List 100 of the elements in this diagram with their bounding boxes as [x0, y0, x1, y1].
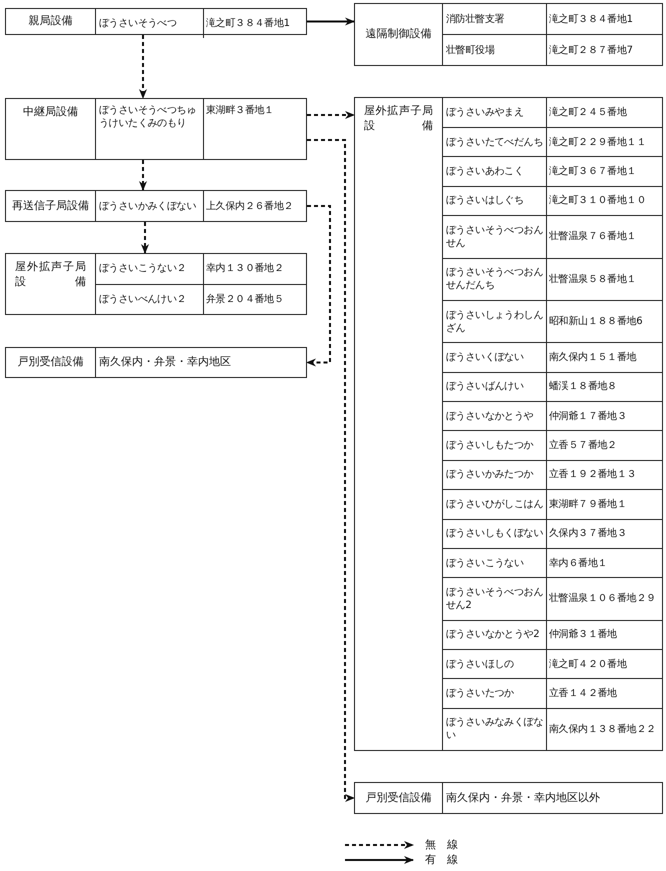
facility-name: ぼうさいみやまえ: [443, 98, 547, 127]
arrow: [307, 18, 355, 26]
facility-name: ぼうさいひがしこはん: [443, 490, 547, 518]
arrow: [307, 111, 355, 119]
facility-address: 滝之町３８４番地1: [548, 12, 634, 26]
facility-address: 南久保内１５１番地: [548, 350, 638, 365]
facility-name: ぼうさいみなみくぼない: [443, 708, 547, 750]
facility-name: ぼうさいしもたつか: [443, 431, 547, 460]
table-row: [443, 460, 662, 490]
facility-address: 滝之町２８７番地7: [548, 44, 634, 58]
facility-address: 蟠渓１８番地８: [548, 380, 618, 394]
table-row: [443, 300, 662, 342]
table-row: [443, 258, 662, 300]
equipment-category: 再送信子局設備: [6, 191, 96, 221]
table-row: [443, 489, 662, 518]
arrow: [139, 35, 147, 99]
table-row: [96, 284, 306, 314]
facility-name: ぼうさいたてべだんち: [443, 128, 547, 156]
table-row: [443, 372, 662, 401]
facility-name: ぼうさいそうべつおんせん: [443, 216, 547, 258]
facility-address: 滝之町３８４番地1: [205, 16, 291, 31]
facility-name: ぼうさいくぼない: [443, 343, 547, 372]
facility-address: 滝之町２４５番地: [548, 106, 628, 120]
table-row: [443, 678, 662, 708]
facility-name: ぼうさいそうべつおんせん2: [443, 578, 547, 620]
table-row: [443, 342, 662, 372]
facility-address: 仲洞爺１７番地３: [548, 410, 628, 424]
facility-address: 幸内６番地１: [548, 556, 608, 571]
equipment-table: [5, 98, 307, 160]
arrow: [307, 139, 355, 802]
table-row: [443, 156, 662, 186]
facility-address: 幸内１３０番地２: [205, 262, 285, 276]
facility-address: 立香５７番地２: [548, 438, 618, 454]
equipment-table: [5, 253, 307, 315]
facility-name: ぼうさいあわこく: [443, 157, 547, 186]
table-row: [443, 548, 662, 578]
arrow: [141, 222, 149, 254]
facility-address: 立香１４２番地: [548, 686, 618, 702]
legend-label: 有 線: [425, 852, 458, 867]
arrow: [306, 205, 331, 366]
equipment-category: 親局設備: [6, 9, 96, 34]
equipment-category: 戸別受信設備: [6, 348, 96, 377]
equipment-table: [354, 782, 663, 814]
equipment-category: 遠隔制御設備: [355, 4, 443, 65]
table-row: [443, 708, 662, 750]
facility-address: 東湖畔７９番地１: [548, 498, 628, 512]
equipment-table: [354, 97, 663, 751]
table-row: [443, 649, 662, 678]
equipment-category: 中継局設備: [6, 99, 96, 159]
table-row: [443, 430, 662, 460]
facility-name: ぼうさいたつか: [443, 679, 547, 708]
facility-address: 滝之町３１０番地１０: [548, 194, 648, 208]
equipment-category: 屋外拡声子局設備: [6, 254, 96, 314]
equipment-category: 戸別受信設備: [355, 783, 443, 813]
facility-address: 壮瞥温泉１０６番地２９: [548, 592, 657, 606]
table-row: [443, 401, 662, 430]
facility-name: ぼうさいそうべつちゅうけいたくみのもり: [96, 99, 204, 159]
facility-name: ぼうさいなかとうや2: [443, 620, 547, 649]
equipment-table: [354, 3, 663, 66]
equipment-table: [5, 8, 307, 35]
facility-name: ぼうさいばんけい: [443, 372, 547, 401]
arrow: [139, 160, 147, 191]
facility-name: ぼうさいこうない２: [96, 254, 204, 284]
facility-name: ぼうさいそうべつ: [96, 9, 204, 38]
facility-name: 壮瞥町役場: [443, 35, 547, 65]
equipment-table: [5, 190, 307, 222]
equipment-table: [5, 347, 307, 378]
facility-address: 久保内３７番地３: [548, 526, 628, 542]
facility-address: 滝之町２２９番地１１: [548, 136, 648, 150]
facility-address: 壮瞥温泉７６番地１: [548, 230, 638, 244]
facility-address: 立香１９２番地１３: [548, 468, 638, 482]
facility-name: ぼうさいかみたつか: [443, 460, 547, 490]
facility-address: 東湖畔３番地１: [205, 104, 275, 118]
facility-name: ぼうさいこうない: [443, 548, 547, 578]
equipment-category: 屋外拡声子局設備: [355, 98, 443, 750]
facility-name: ぼうさいべんけい２: [96, 284, 204, 314]
facility-address: 仲洞爺３１番地: [548, 628, 618, 642]
table-row: [443, 215, 662, 258]
facility-name: ぼうさいそうべつおんせんだんち: [443, 258, 547, 300]
table-row: [443, 620, 662, 649]
table-row: [443, 577, 662, 620]
table-row: [443, 186, 662, 216]
facility-address: 滝之町３６７番地１: [548, 164, 638, 180]
facility-address: 弁景２０４番地５: [205, 292, 285, 307]
facility-address: 南久保内１３８番地２２: [548, 722, 657, 737]
facility-name: 南久保内・弁景・幸内地区以外: [445, 790, 601, 806]
facility-address: 滝之町４２０番地: [548, 658, 628, 672]
facility-name: ぼうさいしょうわしんざん: [443, 300, 547, 342]
legend-label: 無 線: [425, 837, 458, 852]
table-row: [443, 518, 662, 548]
table-row: [443, 34, 662, 65]
facility-name: ぼうさいかみくぼない: [96, 191, 204, 221]
table-row: [443, 127, 662, 156]
facility-address: 上久保内２６番地２: [205, 200, 294, 214]
facility-name: ぼうさいはしぐち: [443, 186, 547, 216]
facility-name: 南久保内・弁景・幸内地区: [98, 354, 232, 370]
facility-name: 消防壮瞥支署: [443, 4, 547, 34]
facility-address: 壮瞥温泉５８番地１: [548, 272, 638, 287]
facility-name: ぼうさいしもくぼない: [443, 520, 547, 548]
facility-name: ぼうさいなかとうや: [443, 402, 547, 430]
